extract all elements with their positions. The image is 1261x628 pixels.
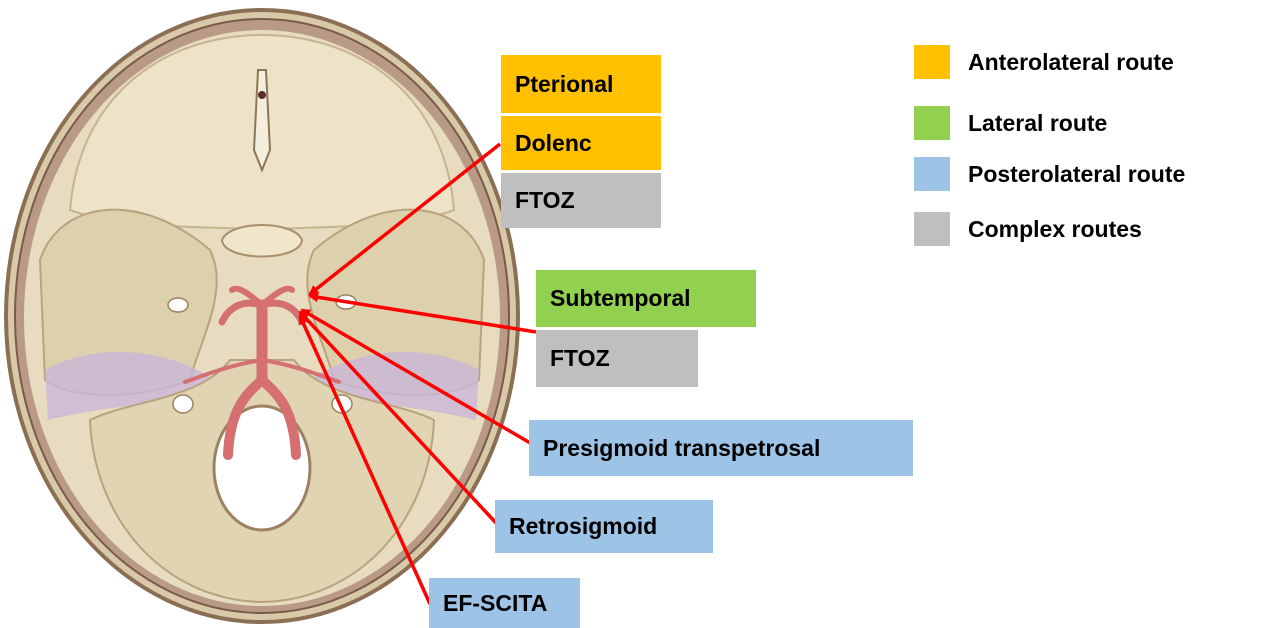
label-retrosigmoid: Retrosigmoid <box>495 500 713 553</box>
legend-swatch-lateral <box>914 106 950 140</box>
arrow-subtemporal <box>310 296 536 332</box>
arrow-retrosigmoid <box>300 312 497 524</box>
legend-swatch-posterolateral <box>914 157 950 191</box>
label-presigmoid: Presigmoid transpetrosal <box>529 420 913 476</box>
legend-item-anterolateral: Anterolateral route <box>914 45 1174 79</box>
label-ftoz-mid: FTOZ <box>536 330 698 387</box>
label-pterional: Pterional <box>501 55 661 113</box>
legend-label: Posterolateral route <box>968 161 1185 188</box>
legend-label: Complex routes <box>968 216 1142 243</box>
arrow-presigmoid <box>302 310 532 444</box>
legend-item-complex: Complex routes <box>914 212 1142 246</box>
legend-swatch-complex <box>914 212 950 246</box>
legend-label: Lateral route <box>968 110 1107 137</box>
label-dolenc: Dolenc <box>501 116 661 170</box>
legend-swatch-anterolateral <box>914 45 950 79</box>
legend-label: Anterolateral route <box>968 49 1174 76</box>
legend-item-posterolateral: Posterolateral route <box>914 157 1185 191</box>
arrow-dolenc <box>310 144 500 294</box>
legend-item-lateral: Lateral route <box>914 106 1107 140</box>
label-ftoz-top: FTOZ <box>501 173 661 228</box>
label-efscita: EF-SCITA <box>429 578 580 628</box>
label-subtemporal: Subtemporal <box>536 270 756 327</box>
arrow-efscita <box>300 316 430 604</box>
